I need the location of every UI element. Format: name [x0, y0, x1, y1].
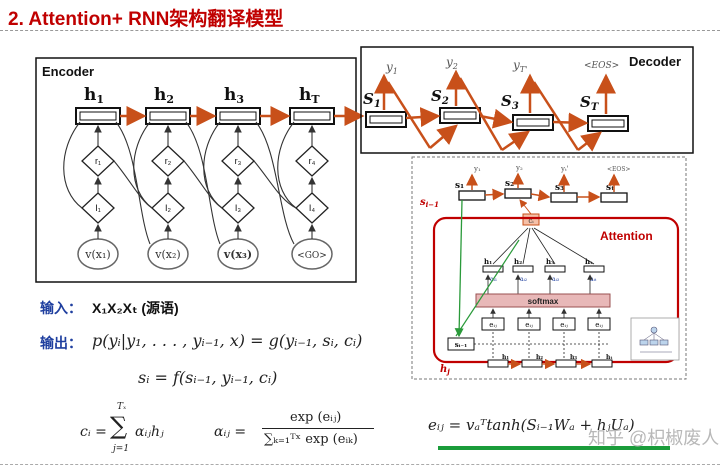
formula-underline: [438, 446, 670, 450]
i-label-4: I₄: [309, 203, 316, 213]
c-formula-rhs: αᵢⱼhⱼ: [135, 424, 164, 440]
alpha-fraction-bar: [262, 428, 374, 429]
decoder-label: Decoder: [629, 54, 681, 69]
attn-top-state-3: s₃: [555, 183, 564, 193]
input-label-1: v(x₁): [84, 248, 110, 261]
attn-alpha-3: aᵢ₃: [552, 276, 560, 283]
decoder-output-3: yT': [512, 58, 527, 74]
encoder-hidden-label-2: h2: [154, 85, 174, 106]
r-diamond-3: [221, 145, 255, 177]
r-diamond-2: [151, 145, 185, 177]
attn-top-state-1: s₁: [455, 181, 464, 191]
i-diamond-4: [295, 192, 329, 224]
c-sum-upper: Tₓ: [117, 402, 127, 412]
decoder-output-1: y1: [385, 60, 398, 76]
attn-top-output-1: y₁: [473, 165, 481, 173]
decoder-box-1: [365, 111, 407, 128]
attn-top-output-2: y₂: [515, 164, 523, 172]
alpha-denominator: ∑ₖ₌₁ᵀˣ exp (eᵢₖ): [264, 432, 358, 447]
attn-e-item-4: eᵢⱼ: [595, 321, 603, 329]
encoder-label: Encoder: [42, 64, 94, 79]
decoder-state-label-T: ST: [580, 93, 600, 113]
input-label-3: v(x₃): [223, 248, 252, 261]
output-label: 输出：: [40, 335, 82, 351]
footer-divider: [0, 464, 720, 465]
i-label-2: I₂: [165, 203, 172, 213]
encoder-hidden-box-1: [75, 107, 121, 125]
attn-e-item-2: eᵢⱼ: [525, 321, 533, 329]
i-diamond-1: [81, 192, 115, 224]
attn-s-box-label: sᵢ₋₁: [455, 340, 467, 349]
attn-h-item-2: h₂: [514, 257, 522, 266]
decoder-state-label-1: S1: [363, 90, 381, 110]
output-formula: p(yᵢ|y₁, . . . , yᵢ₋₁, x) = g(yᵢ₋₁, sᵢ, …: [92, 331, 363, 350]
context-vector-label: cᵢ: [528, 217, 534, 225]
attn-top-state-T: sₜ: [606, 183, 614, 193]
c-formula-lhs: cᵢ =: [80, 424, 107, 440]
i-diamond-3: [221, 192, 255, 224]
r-diamond-1: [81, 145, 115, 177]
softmax-label: softmax: [528, 297, 559, 306]
attn-bottom-h-2: h₂: [536, 354, 543, 361]
watermark: 知乎 @枳椒废人: [588, 428, 720, 448]
decoder-frame: [360, 46, 694, 154]
title-divider: [0, 30, 720, 31]
i-diamond-2: [151, 192, 185, 224]
input-label-4: <GO>: [297, 251, 327, 261]
decoder-box-T: [587, 115, 629, 132]
attn-top-output-3: yₜ': [560, 165, 569, 173]
r-label-1: r₁: [95, 156, 101, 166]
alpha-numerator: exp (eᵢⱼ): [290, 410, 342, 425]
attn-s-box: [447, 337, 475, 351]
attn-e-item-3: eᵢⱼ: [560, 321, 568, 329]
attn-h-item-T: hₜ: [585, 257, 593, 266]
decoder-box-2: [439, 107, 481, 124]
r-label-4: r₄: [309, 156, 316, 166]
decoder-output-eos: <EOS>: [584, 61, 619, 71]
decoder-state-label-2: S2: [431, 87, 449, 107]
decoder-box-3: [512, 114, 554, 131]
i-label-1: I₁: [95, 203, 101, 213]
input-label-2: v(x₂): [154, 248, 180, 261]
attn-h-item-1: h₁: [484, 257, 492, 266]
decoder-output-2: y2: [445, 55, 458, 71]
alpha-formula-lhs: αᵢⱼ =: [214, 424, 247, 440]
i-label-3: I₃: [235, 203, 242, 213]
r-label-3: r₃: [235, 156, 242, 166]
c-sum-lower: j=1: [113, 444, 130, 454]
attn-bottom-h-T: hₜ: [606, 354, 613, 361]
input-value: X₁X₂Xₜ (源语): [92, 300, 179, 316]
attention-label: Attention: [600, 229, 653, 243]
encoder-hidden-box-2: [145, 107, 191, 125]
input-label: 输入：: [40, 300, 82, 316]
encoder-hidden-label-1: h1: [84, 85, 104, 106]
e-formula: eᵢⱼ = vₐᵀtanh(Sᵢ₋₁Wₐ + hⱼUₐ): [428, 416, 635, 434]
state-formula: sᵢ = f(sᵢ₋₁, yᵢ₋₁, cᵢ): [138, 368, 278, 387]
r-diamond-4: [295, 145, 329, 177]
attn-top-output-eos: <EOS>: [607, 166, 630, 173]
encoder-hidden-label-T: hT: [299, 85, 320, 106]
encoder-frame: [35, 57, 357, 283]
r-label-2: r₂: [165, 156, 172, 166]
attn-top-state-2: s₂: [505, 179, 514, 189]
c-sum-sign: ∑: [110, 412, 128, 440]
decoder-state-label-3: S3: [501, 92, 519, 112]
attn-s-prev-label: si−1: [420, 197, 439, 209]
green-diagonal-arrow: [455, 239, 520, 337]
attn-bottom-h-3: h₃: [570, 354, 577, 361]
slide-title: 2. Attention+ RNN架构翻译模型: [8, 9, 284, 30]
attn-h-label: hj: [440, 364, 450, 376]
inset-detail: [630, 317, 680, 361]
softmax-bar: [475, 293, 611, 308]
attn-bottom-h-1: h₁: [502, 354, 509, 361]
green-feedback-arrow: [454, 199, 464, 338]
attn-h-item-3: h₃: [546, 257, 554, 266]
encoder-hidden-box-T: [289, 107, 335, 125]
attn-alpha-T: aᵢₜ: [590, 276, 597, 283]
encoder-hidden-label-3: h3: [224, 85, 244, 106]
attn-alpha-2: aᵢ₂: [520, 276, 528, 283]
encoder-hidden-box-3: [215, 107, 261, 125]
attn-e-item-1: eᵢⱼ: [489, 321, 497, 329]
